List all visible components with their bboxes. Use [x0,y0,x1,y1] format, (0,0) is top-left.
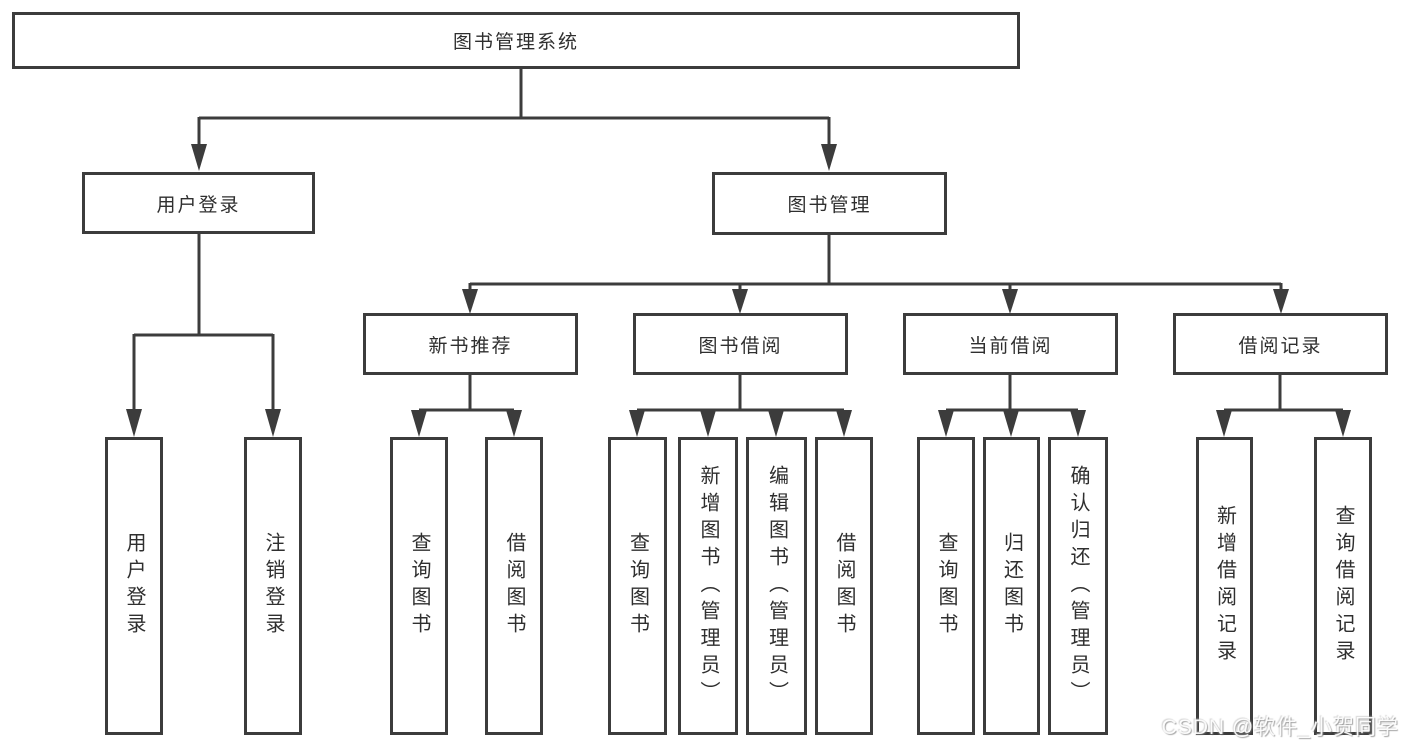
leaf-logout: 注销登录 [244,437,302,735]
node-book-management: 图书管理 [712,172,947,235]
node-borrowing-records: 借阅记录 [1173,313,1388,375]
node-book-borrowing: 图书借阅 [633,313,848,375]
leaf-add-book-admin: 新增图书（管理员） [678,437,738,735]
csdn-watermark: CSDN @软件_小贺同学 [1161,716,1399,739]
node-new-book-recommendation: 新书推荐 [363,313,578,375]
leaf-query-books: 查询图书 [917,437,975,735]
leaf-borrow-books: 借阅图书 [815,437,873,735]
leaf-query-borrow-record: 查询借阅记录 [1314,437,1372,735]
leaf-query-books: 查询图书 [608,437,667,735]
leaf-user-login: 用户登录 [105,437,163,735]
node-current-borrowing: 当前借阅 [903,313,1118,375]
node-user-login: 用户登录 [82,172,315,234]
leaf-confirm-return-admin: 确认归还（管理员） [1048,437,1108,735]
leaf-borrow-books: 借阅图书 [485,437,543,735]
leaf-return-books: 归还图书 [983,437,1040,735]
leaf-edit-book-admin: 编辑图书（管理员） [746,437,807,735]
leaf-add-borrow-record: 新增借阅记录 [1196,437,1253,735]
leaf-query-books: 查询图书 [390,437,448,735]
node-system-root: 图书管理系统 [12,12,1020,69]
